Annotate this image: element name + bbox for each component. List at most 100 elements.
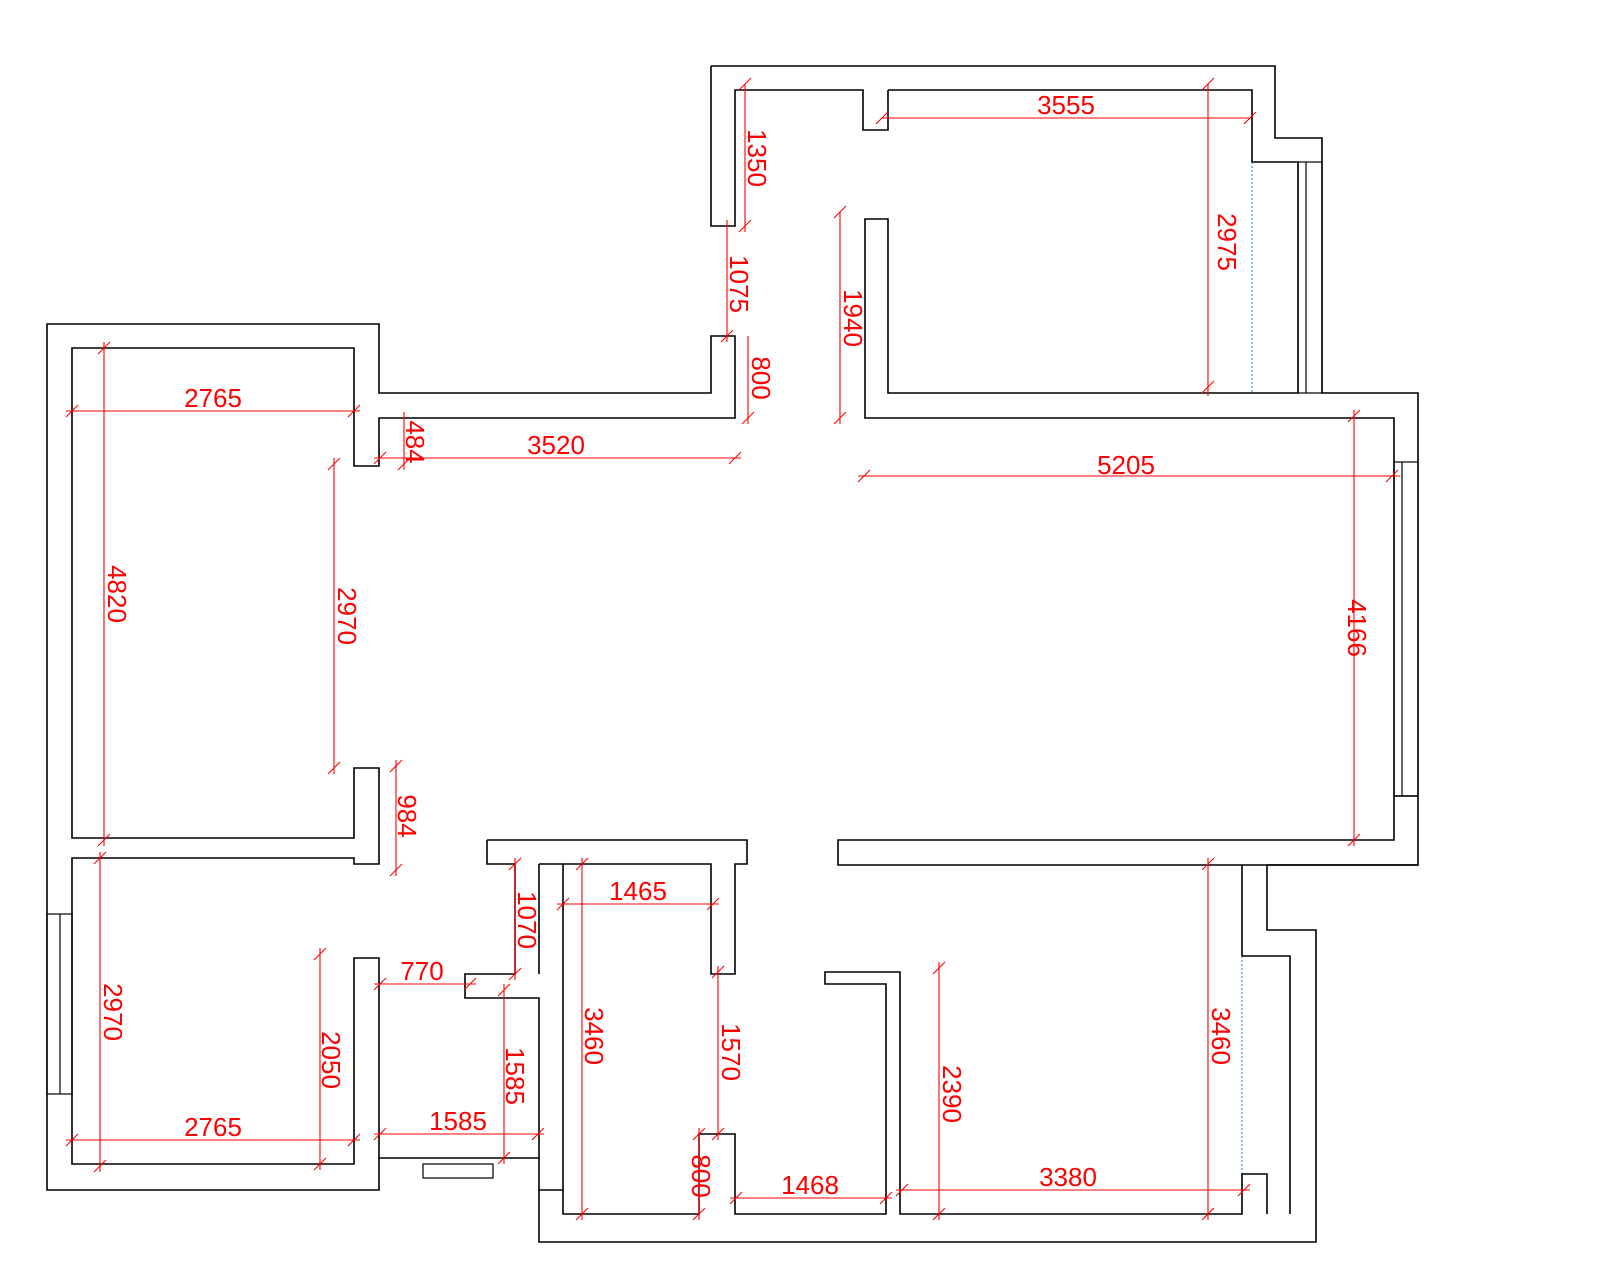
dim-label-984: 984 bbox=[392, 794, 422, 837]
dim-tick bbox=[879, 1191, 893, 1205]
dim-tick bbox=[711, 965, 725, 979]
dim-tick bbox=[932, 961, 946, 975]
dim-tick bbox=[397, 457, 411, 471]
dim-tick bbox=[738, 77, 752, 91]
dim-tick bbox=[347, 1133, 361, 1147]
dim-tick bbox=[1347, 409, 1361, 423]
dim-tick bbox=[556, 897, 570, 911]
dim-label-484: 484 bbox=[400, 420, 430, 463]
dim-tick bbox=[327, 761, 341, 775]
dim-label-4820: 4820 bbox=[102, 565, 132, 623]
dim-label-1465: 1465 bbox=[609, 876, 667, 906]
dim-tick bbox=[706, 897, 720, 911]
dim-tick bbox=[833, 411, 847, 425]
dim-tick bbox=[389, 863, 403, 877]
dim-label-2050: 2050 bbox=[316, 1031, 346, 1089]
wall-corridor-top bbox=[46, 323, 736, 1191]
dim-tick bbox=[729, 1191, 743, 1205]
dim-tick bbox=[1385, 469, 1399, 483]
dim-tick bbox=[389, 759, 403, 773]
wall-living-right bbox=[837, 462, 1418, 866]
wall-lower-right-room bbox=[1241, 865, 1291, 1214]
dim-tick bbox=[857, 469, 871, 483]
dim-tick bbox=[692, 1127, 706, 1141]
wall-upper-left-stub bbox=[710, 66, 889, 227]
dim-tick bbox=[1201, 380, 1215, 394]
dim-label-1570: 1570 bbox=[716, 1023, 746, 1081]
window-living-right bbox=[1393, 461, 1419, 797]
dim-label-1940: 1940 bbox=[838, 289, 868, 347]
dim-tick bbox=[728, 451, 742, 465]
window-bath-bottom bbox=[422, 1163, 494, 1179]
windows bbox=[46, 161, 1419, 1179]
dim-tick bbox=[97, 833, 111, 847]
dimension-labels: 3555 2975 1350 1075 1940 800 2765 484 35… bbox=[98, 90, 1372, 1200]
dim-tick bbox=[497, 1151, 511, 1165]
dim-label-1585-h: 1585 bbox=[429, 1106, 487, 1136]
dim-label-2390: 2390 bbox=[937, 1065, 967, 1123]
dim-tick bbox=[508, 857, 522, 871]
dim-label-2970-left: 2970 bbox=[98, 983, 128, 1041]
dim-tick bbox=[833, 205, 847, 219]
dim-tick bbox=[531, 1127, 545, 1141]
dim-tick bbox=[1201, 857, 1215, 871]
dim-tick bbox=[65, 404, 79, 418]
dim-label-1468: 1468 bbox=[781, 1170, 839, 1200]
dim-label-800-bottom: 800 bbox=[686, 1154, 716, 1197]
wall-bath-left bbox=[379, 840, 540, 1159]
dim-tick bbox=[373, 977, 387, 991]
dim-label-1350: 1350 bbox=[742, 129, 772, 187]
dim-tick bbox=[932, 1207, 946, 1221]
dim-label-1585-v: 1585 bbox=[500, 1047, 530, 1105]
dim-tick bbox=[327, 457, 341, 471]
dim-tick bbox=[1347, 833, 1361, 847]
dim-tick bbox=[463, 977, 477, 991]
wall-bath-block bbox=[487, 839, 1268, 1215]
dim-label-2765-top: 2765 bbox=[184, 383, 242, 413]
dim-tick bbox=[373, 451, 387, 465]
dim-label-5205: 5205 bbox=[1097, 450, 1155, 480]
dim-tick bbox=[1243, 111, 1257, 125]
dim-label-2975: 2975 bbox=[1212, 213, 1242, 271]
dim-tick bbox=[373, 1127, 387, 1141]
dimension-lines bbox=[65, 77, 1400, 1221]
dim-label-4166: 4166 bbox=[1342, 599, 1372, 657]
wall-bath-right bbox=[538, 863, 563, 1191]
wall-upper-right-outer bbox=[538, 65, 1419, 1243]
dim-tick bbox=[313, 947, 327, 961]
dim-tick bbox=[93, 851, 107, 865]
dim-tick bbox=[65, 1133, 79, 1147]
dim-label-2765-bottom: 2765 bbox=[184, 1112, 242, 1142]
dim-label-770: 770 bbox=[400, 956, 443, 986]
dim-label-3555: 3555 bbox=[1037, 90, 1095, 120]
dim-tick bbox=[97, 341, 111, 355]
dim-tick bbox=[692, 1207, 706, 1221]
dim-tick bbox=[895, 1183, 909, 1197]
dim-label-800-top: 800 bbox=[746, 356, 776, 399]
dim-label-1075: 1075 bbox=[724, 255, 754, 313]
dim-label-3460-left: 3460 bbox=[579, 1007, 609, 1065]
dim-label-3520: 3520 bbox=[527, 430, 585, 460]
dim-tick bbox=[1201, 77, 1215, 91]
dim-tick bbox=[347, 404, 361, 418]
dim-label-1070: 1070 bbox=[512, 891, 542, 949]
dim-tick bbox=[575, 1207, 589, 1221]
dim-tick bbox=[497, 983, 511, 997]
window-upper-right bbox=[1297, 161, 1323, 394]
dim-tick bbox=[1237, 1183, 1251, 1197]
dim-tick bbox=[1201, 1207, 1215, 1221]
dim-tick bbox=[720, 329, 734, 343]
dim-tick bbox=[875, 111, 889, 125]
dim-tick bbox=[738, 219, 752, 233]
dim-label-3380: 3380 bbox=[1039, 1162, 1097, 1192]
dim-tick bbox=[575, 857, 589, 871]
dim-tick bbox=[741, 411, 755, 425]
dim-tick bbox=[93, 1159, 107, 1173]
dim-label-2970-mid: 2970 bbox=[332, 587, 362, 645]
wall-upper-right-inner bbox=[864, 89, 1395, 462]
dim-tick bbox=[711, 1127, 725, 1141]
dim-tick bbox=[508, 967, 522, 981]
dim-label-3460-right: 3460 bbox=[1206, 1007, 1236, 1065]
dim-tick bbox=[313, 1157, 327, 1171]
